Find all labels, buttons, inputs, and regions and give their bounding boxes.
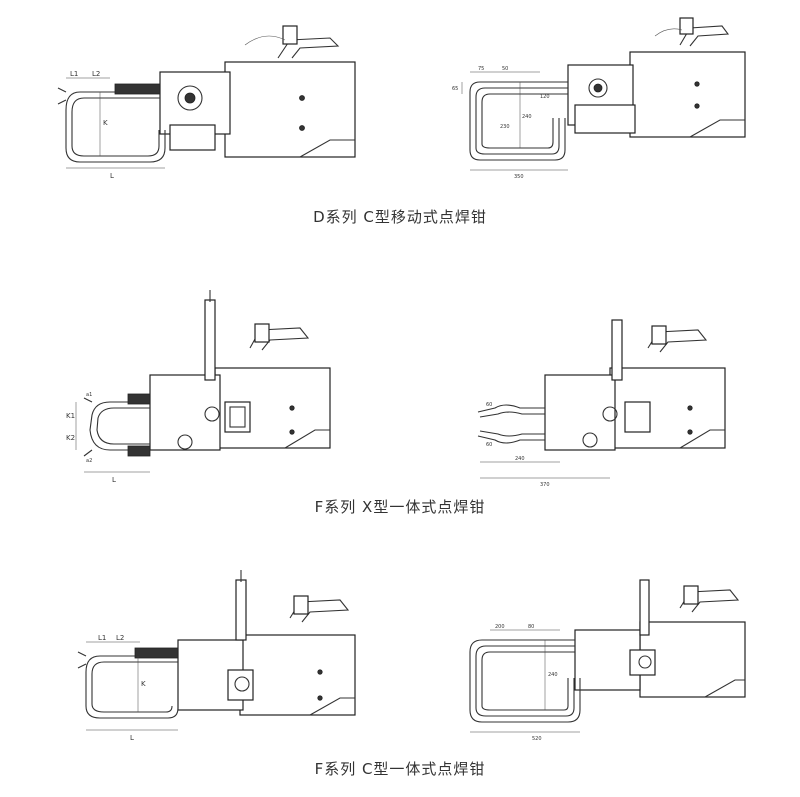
d-series-right-drawing: 75 50 240 230 350 120 65 [452, 17, 746, 180]
f-series-c-left-drawing: L L1 L2 K [77, 570, 356, 742]
section-f-series-c: L L1 L2 K 200 80 240 520 F系列 C型一体式点焊钳 [0, 560, 800, 797]
dim-l: L [130, 734, 134, 742]
dim-d3: 370 [540, 482, 550, 488]
caption-f-series-x: F系列 X型一体式点焊钳 [314, 498, 486, 516]
dim-d2: 240 [515, 456, 525, 462]
dim-d1: 200 [495, 624, 505, 630]
dim-k: K [141, 680, 146, 688]
dim-l1: L1 [98, 634, 106, 642]
dim-k: K [103, 119, 108, 127]
dim-d4: 520 [532, 736, 542, 742]
dim-l2: L2 [116, 634, 124, 642]
dim-d5: 350 [514, 174, 524, 180]
dim-l2: L2 [92, 70, 100, 78]
dim-d4: 60 [486, 442, 492, 448]
dim-k1: K1 [66, 412, 75, 420]
dim-d4: 230 [500, 124, 510, 130]
dim-d2: 50 [502, 66, 508, 72]
f-series-x-left-drawing: L K1 K2 a1 a2 [66, 290, 331, 484]
caption-d-series: D系列 C型移动式点焊钳 [313, 208, 487, 226]
dim-d1: 60 [486, 402, 492, 408]
dim-l1: L1 [70, 70, 78, 78]
dim-l: L [112, 476, 116, 484]
dim-a2: a2 [86, 458, 92, 464]
dim-d2: 80 [528, 624, 534, 630]
dim-d7: 65 [452, 86, 458, 92]
f-series-x-right-drawing: 240 370 60 60 [477, 319, 726, 488]
section-d-series: L L1 L2 K 75 50 240 230 350 120 65 D系列 C… [0, 0, 800, 240]
dim-k2: K2 [66, 434, 75, 442]
dim-l: L [110, 172, 114, 180]
section-f-series-x: L K1 K2 a1 a2 240 370 60 60 F系列 X型一体式点焊钳 [0, 290, 800, 530]
dim-a1: a1 [86, 392, 92, 398]
dim-d3: 240 [522, 114, 532, 120]
dim-d1: 75 [478, 66, 484, 72]
dim-d3: 240 [548, 672, 558, 678]
f-series-c-right-drawing: 200 80 240 520 [469, 579, 746, 742]
d-series-left-drawing: L L1 L2 K [57, 25, 356, 180]
dim-d6: 120 [540, 94, 550, 100]
caption-f-series-c: F系列 C型一体式点焊钳 [314, 760, 486, 778]
